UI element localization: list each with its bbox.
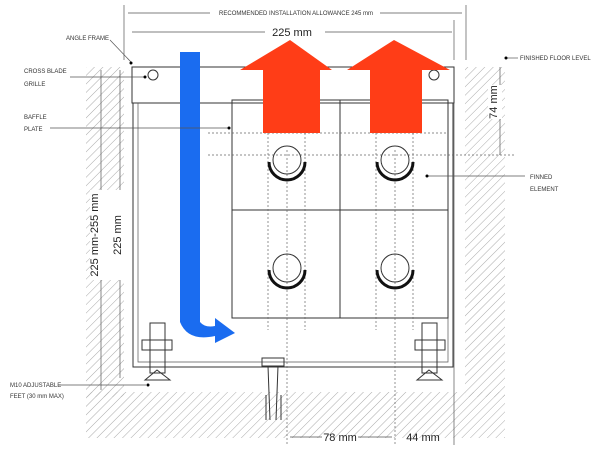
bottom-dimensions: 78 mm 44 mm [290,432,440,444]
allowance-label: RECOMMENDED INSTALLATION ALLOWANCE 245 m… [219,11,373,17]
cold-air-arrow [180,52,235,343]
feet-max-label: FEET (30 mm MAX) [10,394,64,400]
cross-blade-label: CROSS BLADE [24,69,67,75]
hot-air-arrow-right [347,40,450,133]
grille-label: GRILLE [24,82,45,88]
plate-label: PLATE [24,127,43,133]
callouts: ANGLE FRAME CROSS BLADE GRILLE BAFFLE PL… [10,36,591,400]
grille-depth-label: 74 mm [488,85,500,119]
width-label: 225 mm [272,27,312,39]
pipe-circles [267,145,415,290]
baffle-label: BAFFLE [24,115,47,121]
depth-range-label: 225 mm-255 mm [89,193,101,276]
offset-44-label: 44 mm [406,432,440,444]
feet-label: M10 ADJUSTABLE [10,383,61,389]
width-dimension: 225 mm [132,20,455,60]
finned-label: FINNED [530,175,553,181]
depth-dimensions: 225 mm-255 mm 225 mm 74 mm [89,67,502,390]
angle-frame-label: ANGLE FRAME [66,36,109,42]
offset-78-label: 78 mm [323,432,357,444]
adjustable-feet [141,322,446,421]
depth-label: 225 mm [112,215,124,255]
allowance-dimension: RECOMMENDED INSTALLATION ALLOWANCE 245 m… [123,5,467,60]
hot-air-arrow-left [240,40,332,133]
finished-floor-label: FINISHED FLOOR LEVEL [520,56,591,62]
element-label: ELEMENT [530,187,559,193]
